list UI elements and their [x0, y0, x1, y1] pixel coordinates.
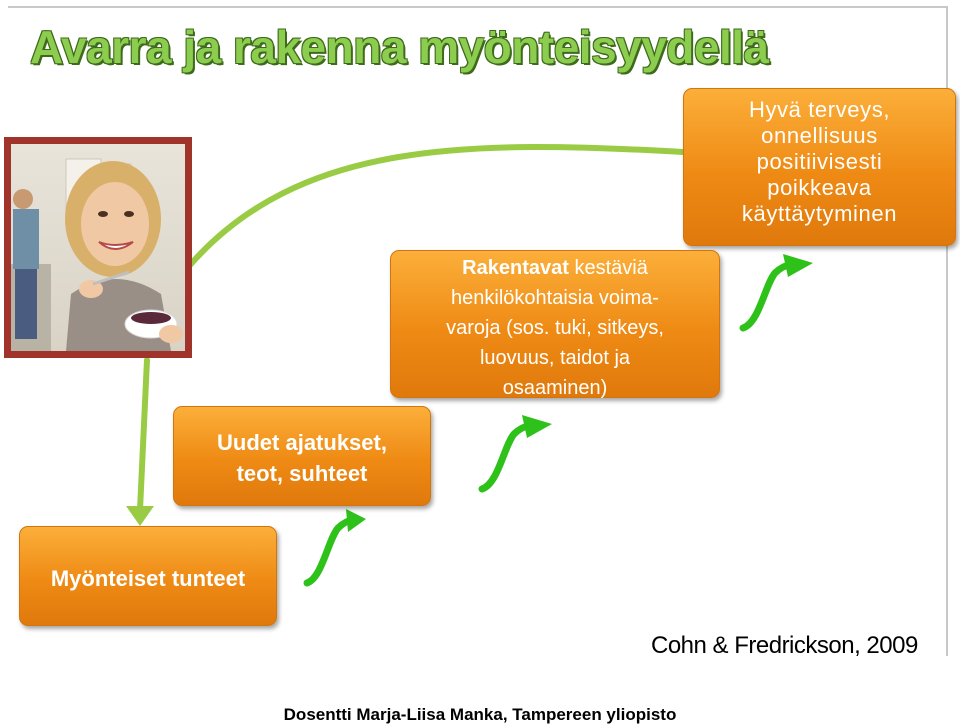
box-mid-line-1-rest: kestäviä: [569, 257, 648, 279]
box-myon-line-1: Myönteiset tunteet: [20, 563, 276, 594]
box-mid-line-2: henkilökohtaisia voima-: [391, 283, 719, 313]
box-uudet-line-1: Uudet ajatukset,: [174, 427, 430, 458]
box-new-thoughts: Uudet ajatukset, teot, suhteet: [173, 406, 431, 506]
box-top-line-5: käyttäytyminen: [684, 201, 955, 227]
connector-vertical: [140, 360, 147, 510]
box-mid-line-5: osaaminen): [391, 373, 719, 403]
s-arrow-2: [482, 415, 552, 489]
box-uudet-line-2: teot, suhteet: [174, 458, 430, 489]
box-wellbeing-outcome: Hyvä terveys, onnellisuus positiivisesti…: [683, 88, 956, 246]
box-positive-emotions: Myönteiset tunteet: [19, 526, 277, 626]
connector-vertical-arrowhead: [126, 506, 154, 526]
citation: Cohn & Fredrickson, 2009: [651, 632, 918, 660]
box-top-line-2: onnellisuus: [684, 123, 955, 149]
box-top-line-4: poikkeava: [684, 175, 955, 201]
s-arrow-1: [307, 509, 366, 583]
box-mid-bold-word: Rakentavat: [462, 257, 569, 279]
box-build-resources: Rakentavat kestäviä henkilökohtaisia voi…: [390, 250, 720, 398]
connector-arc-top: [190, 147, 683, 265]
box-mid-line-4: luovuus, taidot ja: [391, 343, 719, 373]
box-mid-line-3: varoja (sos. tuki, sitkeys,: [391, 313, 719, 343]
box-top-line-1: Hyvä terveys,: [684, 97, 955, 123]
photo-illustration: [11, 144, 185, 351]
woman-eating-photo: [4, 137, 192, 358]
box-mid-line-1: Rakentavat kestäviä: [391, 253, 719, 283]
box-top-line-3: positiivisesti: [684, 149, 955, 175]
footer-author: Dosentti Marja-Liisa Manka, Tampereen yl…: [0, 705, 960, 725]
s-arrow-3: [743, 254, 813, 328]
